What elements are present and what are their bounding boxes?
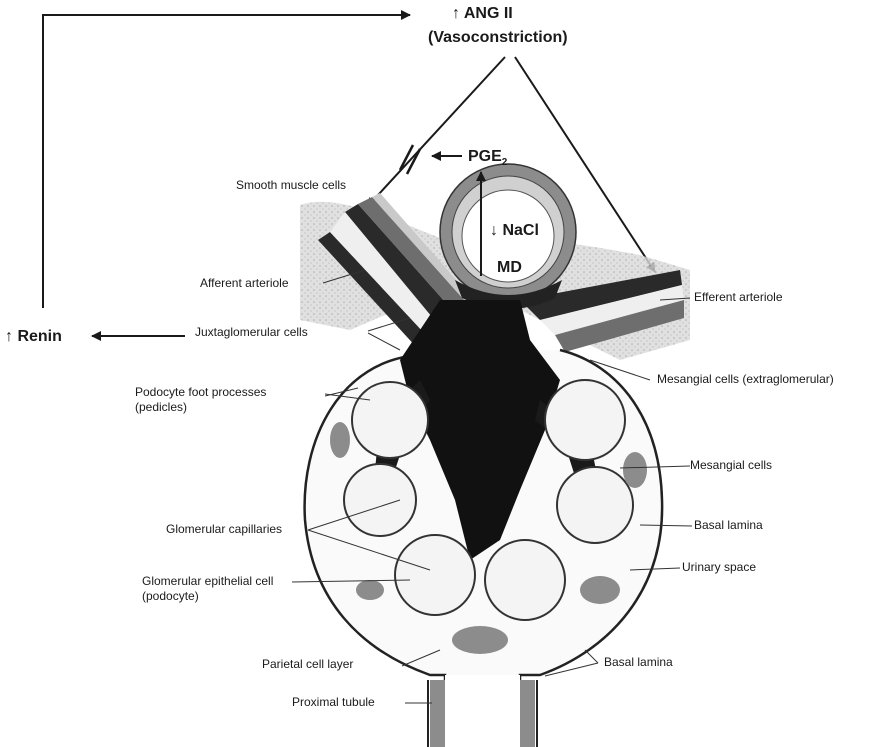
afferent-arteriole-label: Afferent arteriole <box>200 276 289 291</box>
parietal-cell-layer-label: Parietal cell layer <box>262 657 353 672</box>
pge2-label: PGE2 <box>468 147 507 172</box>
juxtaglomerular-cells-label: Juxtaglomerular cells <box>195 325 308 340</box>
smooth-muscle-label: Smooth muscle cells <box>236 178 346 193</box>
capillary-loop <box>395 535 475 615</box>
podocyte-foot-processes-line1: Podocyte foot processes <box>135 385 266 400</box>
capillary-loop <box>557 467 633 543</box>
vasoconstriction-label: (Vasoconstriction) <box>428 28 568 47</box>
glomerular-epithelial-line2: (podocyte) <box>142 589 273 604</box>
glomerular-epithelial-line1: Glomerular epithelial cell <box>142 574 273 589</box>
capillary-loop <box>545 380 625 460</box>
mesangial-cells-label: Mesangial cells <box>690 458 772 473</box>
glomerular-epithelial-cell-label: Glomerular epithelial cell (podocyte) <box>142 574 273 604</box>
capillary-loop <box>485 540 565 620</box>
pge2-subscript: 2 <box>502 157 508 168</box>
md-label: MD <box>497 258 522 277</box>
pge2-block-marks <box>400 145 462 174</box>
urinary-space-label: Urinary space <box>682 560 756 575</box>
basal-lamina-label-2: Basal lamina <box>604 655 673 670</box>
podocyte-foot-processes-label: Podocyte foot processes (pedicles) <box>135 385 266 415</box>
capillary-loop <box>344 464 416 536</box>
proximal-tubule <box>428 675 537 747</box>
podocyte-foot-processes-line2: (pedicles) <box>135 400 266 415</box>
capillary-loop <box>352 382 428 458</box>
pge2-base: PGE <box>468 148 502 165</box>
ang-ii-label: ↑ ANG II <box>452 4 513 23</box>
nacl-label: ↓ NaCl <box>490 221 539 240</box>
glomerular-capillaries-label: Glomerular capillaries <box>166 522 282 537</box>
proximal-tubule-label: Proximal tubule <box>292 695 375 710</box>
renin-label: ↑ Renin <box>5 327 62 346</box>
efferent-arteriole-label: Efferent arteriole <box>694 290 783 305</box>
mesangial-extraglomerular-label: Mesangial cells (extraglomerular) <box>657 372 834 387</box>
basal-lamina-label-1: Basal lamina <box>694 518 763 533</box>
